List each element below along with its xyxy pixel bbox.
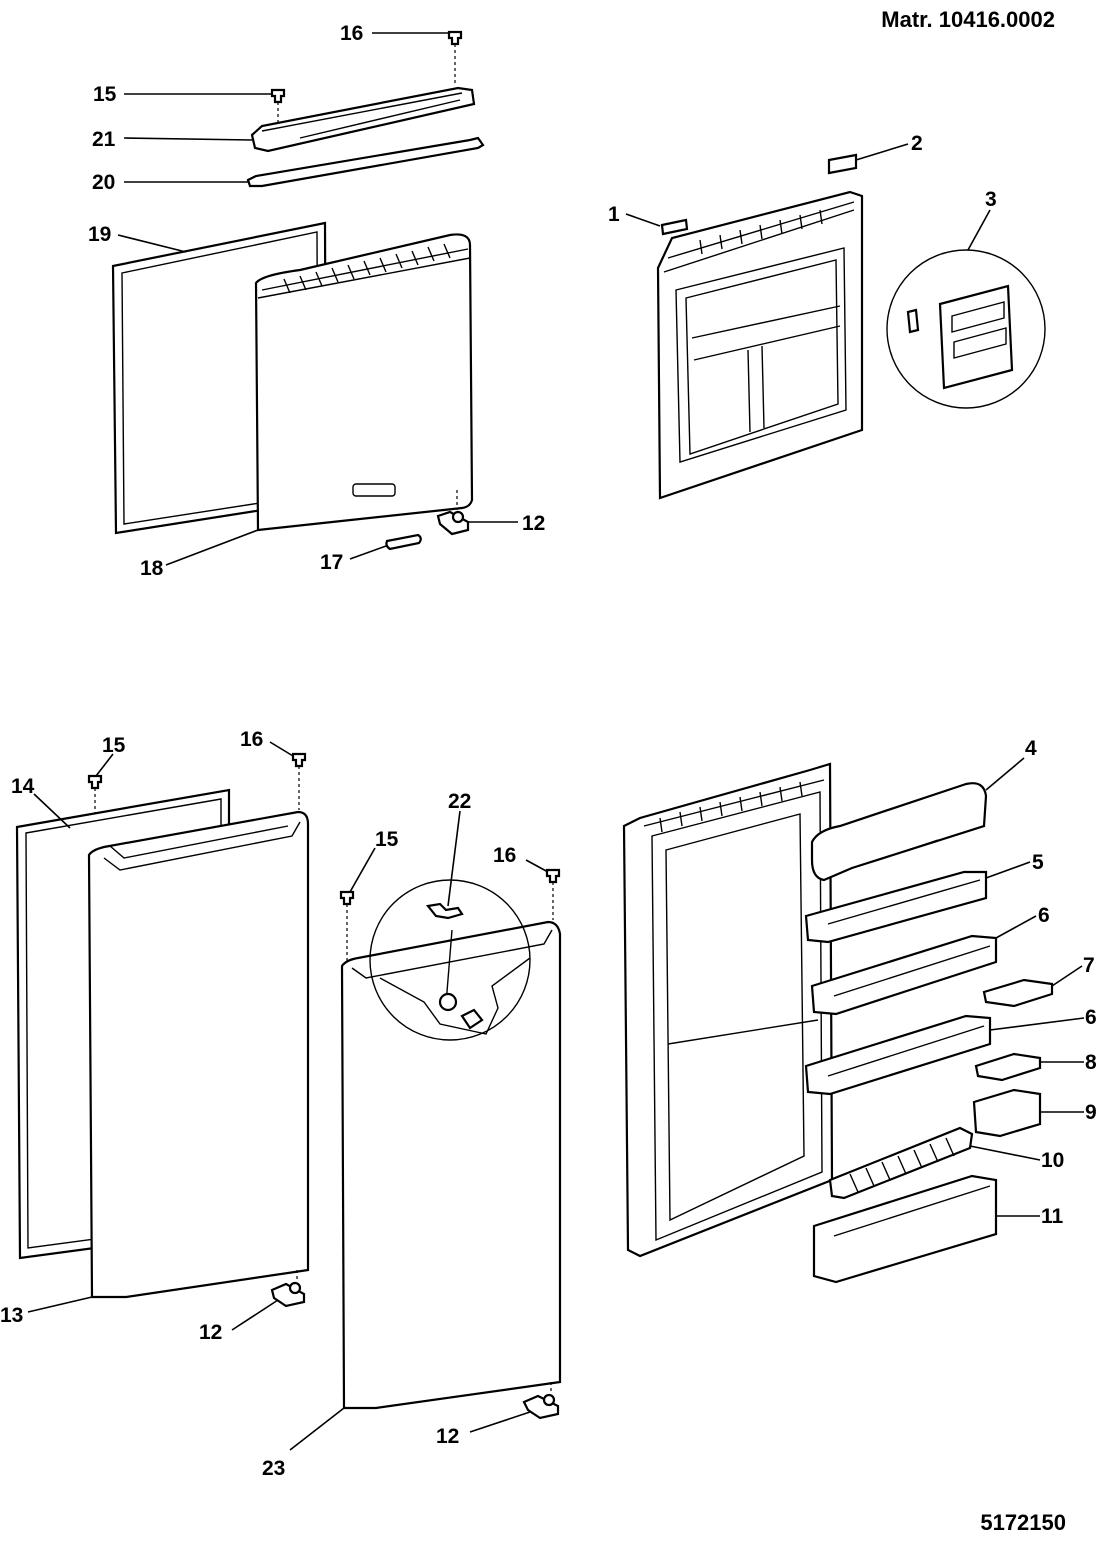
callout-4: 4	[1025, 737, 1037, 760]
callout-21: 21	[92, 128, 116, 151]
hinge-12-left	[270, 1270, 306, 1308]
callout-6-upper: 6	[1038, 904, 1050, 927]
screw-16-top	[447, 30, 463, 86]
callout-15-left: 15	[102, 734, 126, 757]
door-handle-21	[250, 86, 476, 153]
screw-15-top	[270, 88, 286, 124]
small-box-9	[972, 1088, 1042, 1138]
callout-16: 16	[340, 22, 363, 45]
callout-12: 12	[522, 512, 545, 535]
fridge-door-13	[87, 810, 310, 1299]
callout-1: 1	[608, 203, 620, 226]
fridge-door-23	[339, 868, 562, 1410]
callout-23: 23	[262, 1457, 285, 1480]
callout-17: 17	[320, 551, 343, 574]
callout-11: 11	[1041, 1205, 1064, 1228]
fridge-door-assembly: 15 16 14 13 12 22 15 16 23 12	[0, 728, 562, 1480]
detail-circle-3	[886, 249, 1046, 409]
freezer-inner-door-assembly: 1 2 3	[608, 132, 1046, 500]
callout-16-left: 16	[240, 728, 263, 751]
egg-tray-8	[974, 1052, 1042, 1082]
callout-8: 8	[1085, 1051, 1097, 1074]
door-shelf-5	[804, 870, 988, 944]
callout-10: 10	[1041, 1149, 1064, 1172]
hinge-12-top	[436, 490, 470, 536]
matr-number: Matr. 10416.0002	[881, 7, 1055, 32]
trim-strip-20	[246, 136, 485, 188]
fridge-door-liner	[622, 762, 834, 1258]
hinge-12-bottom	[522, 1382, 560, 1420]
door-shelf-6-upper	[810, 934, 998, 1016]
fridge-inner-door-assembly: 4 5 6 7 6 8 9 10 11	[622, 737, 1097, 1284]
label-2	[827, 153, 858, 175]
screw-16-left	[291, 752, 307, 810]
bottle-shelf-11	[812, 1174, 998, 1284]
callout-19: 19	[88, 223, 111, 246]
door-shelf-6-lower	[804, 1014, 992, 1096]
callout-2: 2	[911, 132, 923, 155]
callout-22: 22	[448, 790, 471, 813]
callout-15-center: 15	[375, 828, 399, 851]
callout-5: 5	[1032, 851, 1044, 874]
drawing-code: 5172150	[980, 1510, 1066, 1535]
dairy-compartment-4	[810, 782, 988, 882]
callout-15: 15	[93, 83, 117, 106]
callout-12-bottom: 12	[436, 1425, 459, 1448]
callout-14: 14	[11, 775, 35, 798]
callout-18: 18	[140, 557, 164, 580]
callout-20: 20	[92, 171, 115, 194]
label-1	[660, 218, 689, 236]
egg-tray-7	[982, 978, 1054, 1008]
freezer-door-18	[254, 233, 474, 532]
callout-12-left: 12	[199, 1321, 222, 1344]
screw-15-center	[339, 890, 355, 962]
screw-16-center	[545, 868, 561, 920]
callout-6-lower: 6	[1085, 1006, 1097, 1029]
callout-9: 9	[1085, 1101, 1097, 1124]
freezer-door-assembly: 16 15 21 20 19 18 17 12	[88, 22, 545, 580]
callout-13: 13	[0, 1304, 23, 1327]
callout-7: 7	[1083, 954, 1095, 977]
callout-16-center: 16	[493, 844, 516, 867]
inner-door-liner	[656, 190, 864, 500]
door-plug-17	[385, 533, 422, 551]
callout-3: 3	[985, 188, 997, 211]
